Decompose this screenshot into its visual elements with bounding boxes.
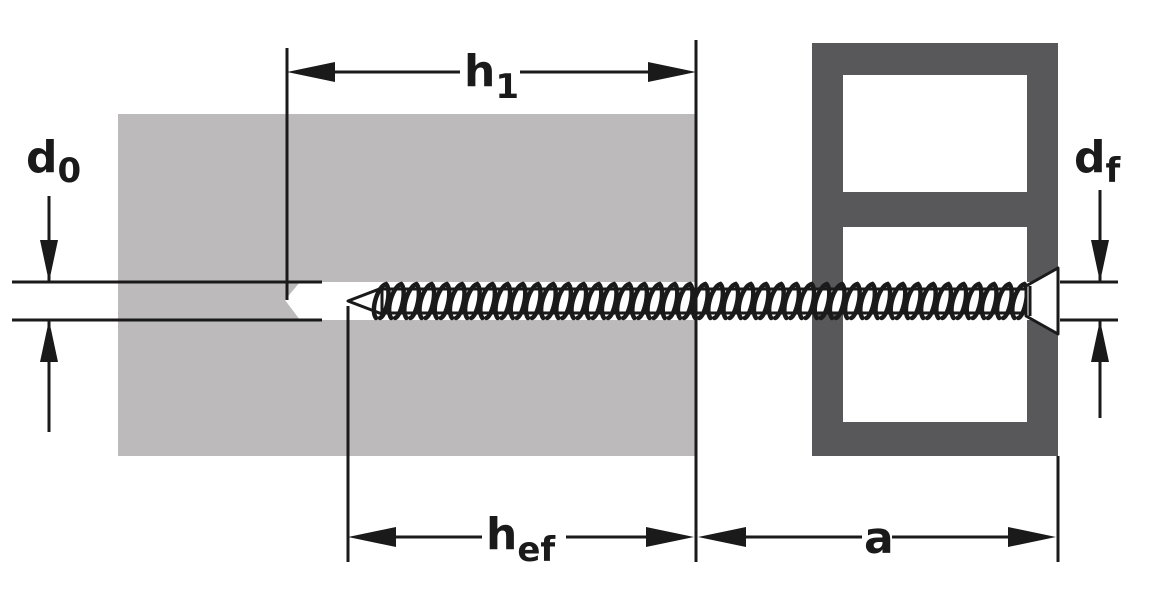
screw-thread bbox=[949, 281, 969, 321]
screw-thread bbox=[812, 281, 832, 321]
d0-arrow-top bbox=[40, 240, 58, 282]
label-h1: h1 bbox=[464, 46, 519, 107]
screw-thread bbox=[660, 281, 680, 321]
df-dimension bbox=[1060, 190, 1118, 418]
screw-thread bbox=[675, 281, 695, 321]
h1-arrow-right bbox=[648, 62, 696, 82]
df-arrow-top bbox=[1091, 240, 1109, 282]
label-d0: d0 bbox=[26, 132, 81, 191]
label-a: a bbox=[864, 513, 894, 564]
label-df-main: d bbox=[1074, 132, 1106, 183]
screw-thread bbox=[918, 281, 938, 321]
screw-thread bbox=[842, 281, 862, 321]
screw-thread bbox=[538, 281, 558, 321]
screw-thread bbox=[1010, 281, 1030, 321]
label-h1-sub: 1 bbox=[495, 67, 519, 107]
screw-thread bbox=[554, 281, 574, 321]
a-arrow-right bbox=[1008, 527, 1056, 547]
screw-thread bbox=[584, 281, 604, 321]
hef-arrow-left bbox=[348, 527, 396, 547]
screw-thread bbox=[569, 281, 589, 321]
screw-thread bbox=[508, 281, 528, 321]
screw-thread bbox=[402, 281, 422, 321]
label-df-sub: f bbox=[1106, 151, 1122, 191]
screw-thread bbox=[630, 281, 650, 321]
a-arrow-left bbox=[698, 527, 746, 547]
screw-thread bbox=[782, 281, 802, 321]
label-hef-sub: ef bbox=[517, 530, 556, 570]
screw-thread bbox=[371, 281, 391, 321]
window-frame bbox=[812, 43, 1058, 456]
screw-thread bbox=[994, 281, 1014, 321]
label-d0-main: d bbox=[26, 132, 58, 183]
label-d0-sub: 0 bbox=[58, 151, 82, 191]
screw-thread bbox=[462, 281, 482, 321]
screw-thread bbox=[797, 281, 817, 321]
screw-thread bbox=[964, 281, 984, 321]
screw-thread bbox=[888, 281, 908, 321]
screw-thread bbox=[706, 281, 726, 321]
hef-a-dimension bbox=[346, 306, 1060, 562]
screw-thread bbox=[766, 281, 786, 321]
screw-head bbox=[1024, 266, 1060, 336]
hef-arrow-right bbox=[646, 527, 694, 547]
screw-thread bbox=[979, 281, 999, 321]
screw-thread bbox=[827, 281, 847, 321]
screw-thread bbox=[493, 281, 513, 321]
screw bbox=[346, 266, 1060, 336]
screw-thread bbox=[523, 281, 543, 321]
label-df: df bbox=[1074, 132, 1122, 191]
screw-thread bbox=[858, 281, 878, 321]
screw-thread bbox=[386, 281, 406, 321]
screw-thread bbox=[432, 281, 452, 321]
screw-thread bbox=[478, 281, 498, 321]
df-arrow-bottom bbox=[1091, 320, 1109, 362]
screw-thread bbox=[736, 281, 756, 321]
screw-thread bbox=[690, 281, 710, 321]
screw-thread bbox=[751, 281, 771, 321]
screw-thread bbox=[614, 281, 634, 321]
h1-dimension bbox=[285, 40, 698, 562]
screw-thread bbox=[721, 281, 741, 321]
screw-thread bbox=[903, 281, 923, 321]
label-hef: hef bbox=[486, 509, 556, 570]
screw-thread bbox=[417, 281, 437, 321]
h1-arrow-left bbox=[287, 62, 335, 82]
screw-thread bbox=[645, 281, 665, 321]
d0-arrow-bottom bbox=[40, 320, 58, 362]
screw-thread bbox=[934, 281, 954, 321]
screw-thread bbox=[599, 281, 619, 321]
label-h1-main: h bbox=[464, 46, 495, 97]
label-hef-main: h bbox=[486, 509, 517, 560]
screw-thread bbox=[873, 281, 893, 321]
screw-thread bbox=[447, 281, 467, 321]
